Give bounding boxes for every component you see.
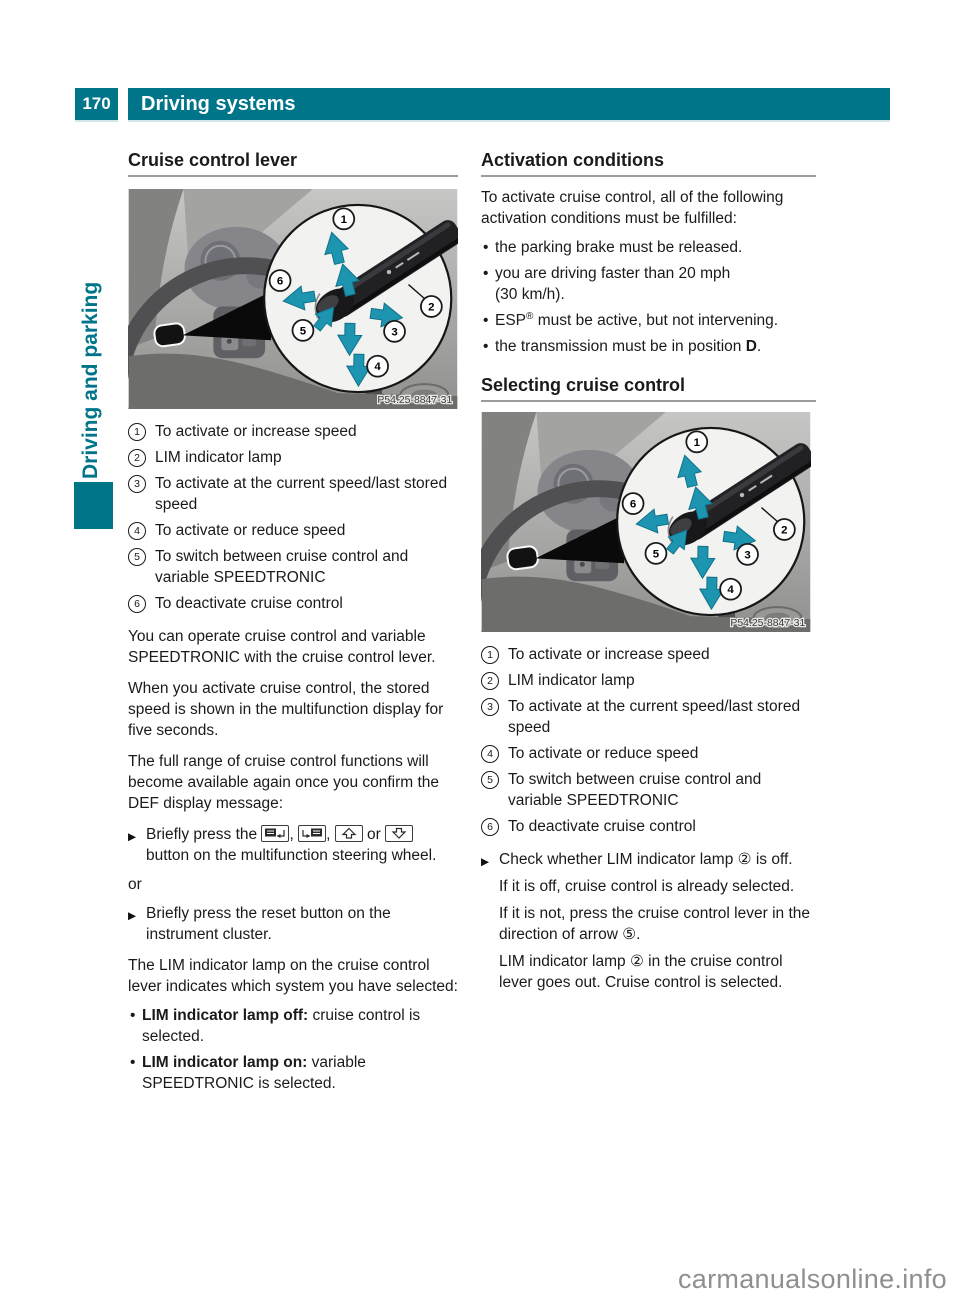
instruction-press-reset: Briefly press the reset button on the in…: [128, 903, 458, 945]
callout-number: 2: [128, 449, 146, 467]
callout-number: 5: [128, 548, 146, 566]
callout-number: 2: [481, 672, 499, 690]
page-number: 170: [75, 88, 118, 120]
bullet-lim-on: LIM indicator lamp on: variable SPEEDTRO…: [128, 1052, 458, 1094]
paragraph-lim-lamp: The LIM indicator lamp on the cruise con…: [128, 957, 458, 995]
callout-number: 3: [481, 698, 499, 716]
steering-forward-button-icon: [298, 825, 327, 842]
callout-1: 1: [332, 207, 356, 231]
callout-number: 1: [128, 423, 146, 441]
paragraph: The full range of cruise control functio…: [128, 753, 440, 812]
bullet-lim-off: LIM indicator lamp off: cruise control i…: [128, 1005, 458, 1047]
callout-number: 3: [128, 475, 146, 493]
callout-2: 2: [420, 295, 443, 318]
chapter-title: Driving systems: [141, 93, 296, 115]
instruction-press-steering-buttons: Briefly press the , , or button on the m…: [128, 824, 458, 866]
section-heading-activation-conditions: Activation conditions: [481, 150, 816, 177]
cruise-control-lever-illustration: [481, 412, 811, 632]
watermark: carmanualsonline.info: [678, 1264, 947, 1294]
svg-text:6: 6: [277, 276, 283, 288]
section-heading-selecting-cruise-control: Selecting cruise control: [481, 375, 816, 402]
callout-number: 6: [128, 595, 146, 613]
cruise-control-lever-figure-2: [481, 412, 811, 632]
callout-5: 5: [291, 319, 315, 342]
activation-conditions-list: the parking brake must be released. you …: [481, 237, 816, 357]
sidebar-section-label: Driving and parking: [79, 281, 102, 479]
right-column: Activation conditions To activate cruise…: [481, 150, 816, 993]
cruise-control-lever-stalk: [328, 220, 458, 318]
callout-number: 4: [481, 745, 499, 763]
or-separator: or: [128, 876, 142, 893]
condition-item: you are driving faster than 20 mph(30 km…: [481, 263, 816, 305]
callout-number: 6: [481, 818, 499, 836]
condition-item: the transmission must be in position D.: [481, 336, 816, 357]
page-number-text: 170: [82, 94, 111, 113]
instruction-detail: If it is not, press the cruise control l…: [499, 905, 810, 943]
svg-text:4: 4: [374, 361, 381, 373]
callout-number: 5: [481, 771, 499, 789]
callout-number: 4: [128, 522, 146, 540]
chapter-header: Driving systems: [128, 88, 890, 120]
section-heading-cruise-control-lever: Cruise control lever: [128, 150, 458, 177]
instruction-check-lim-lamp: Check whether LIM indicator lamp ② is of…: [481, 849, 816, 873]
stalk-end-knob: [153, 322, 186, 348]
svg-text:1: 1: [341, 214, 348, 226]
svg-text:3: 3: [391, 326, 397, 338]
condition-item: ESP® must be active, but not intervening…: [481, 310, 816, 331]
sidebar-section-marker: [74, 482, 113, 529]
callout-6: 6: [268, 269, 292, 292]
instruction-detail: If it is off, cruise control is already …: [499, 878, 795, 895]
lim-lamp-states: LIM indicator lamp off: cruise control i…: [128, 1005, 458, 1094]
callout-number: 1: [481, 646, 499, 664]
steering-wheel-rim: [128, 257, 383, 409]
steering-down-button-icon: [385, 825, 414, 842]
paragraph: You can operate cruise control and varia…: [128, 628, 436, 666]
svg-text:5: 5: [300, 325, 307, 337]
paragraph: When you activate cruise control, the st…: [128, 680, 444, 739]
cruise-control-lever-illustration: 1 2 3 4 5 6 P54.25-8847-31: [128, 189, 458, 409]
cruise-control-lever-figure-1: 1 2 3 4 5 6 P54.25-8847-31: [128, 189, 458, 409]
activation-intro: To activate cruise control, all of the f…: [481, 189, 784, 227]
lower-dashboard: [128, 353, 458, 409]
callout-3: 3: [383, 320, 406, 343]
figure-callouts: 1 2 3 4 5 6: [268, 207, 443, 378]
steering-up-button-icon: [334, 825, 363, 842]
steering-back-button-icon: [261, 825, 290, 842]
figure-part-number: P54.25-8847-31: [377, 395, 452, 406]
left-column: Cruise control lever: [128, 150, 458, 1099]
instruction-detail: LIM indicator lamp ② in the cruise contr…: [499, 953, 783, 991]
magnifier-pointer: [182, 291, 272, 341]
condition-item: the parking brake must be released.: [481, 237, 816, 258]
callout-4: 4: [366, 354, 389, 378]
svg-text:2: 2: [428, 301, 434, 313]
